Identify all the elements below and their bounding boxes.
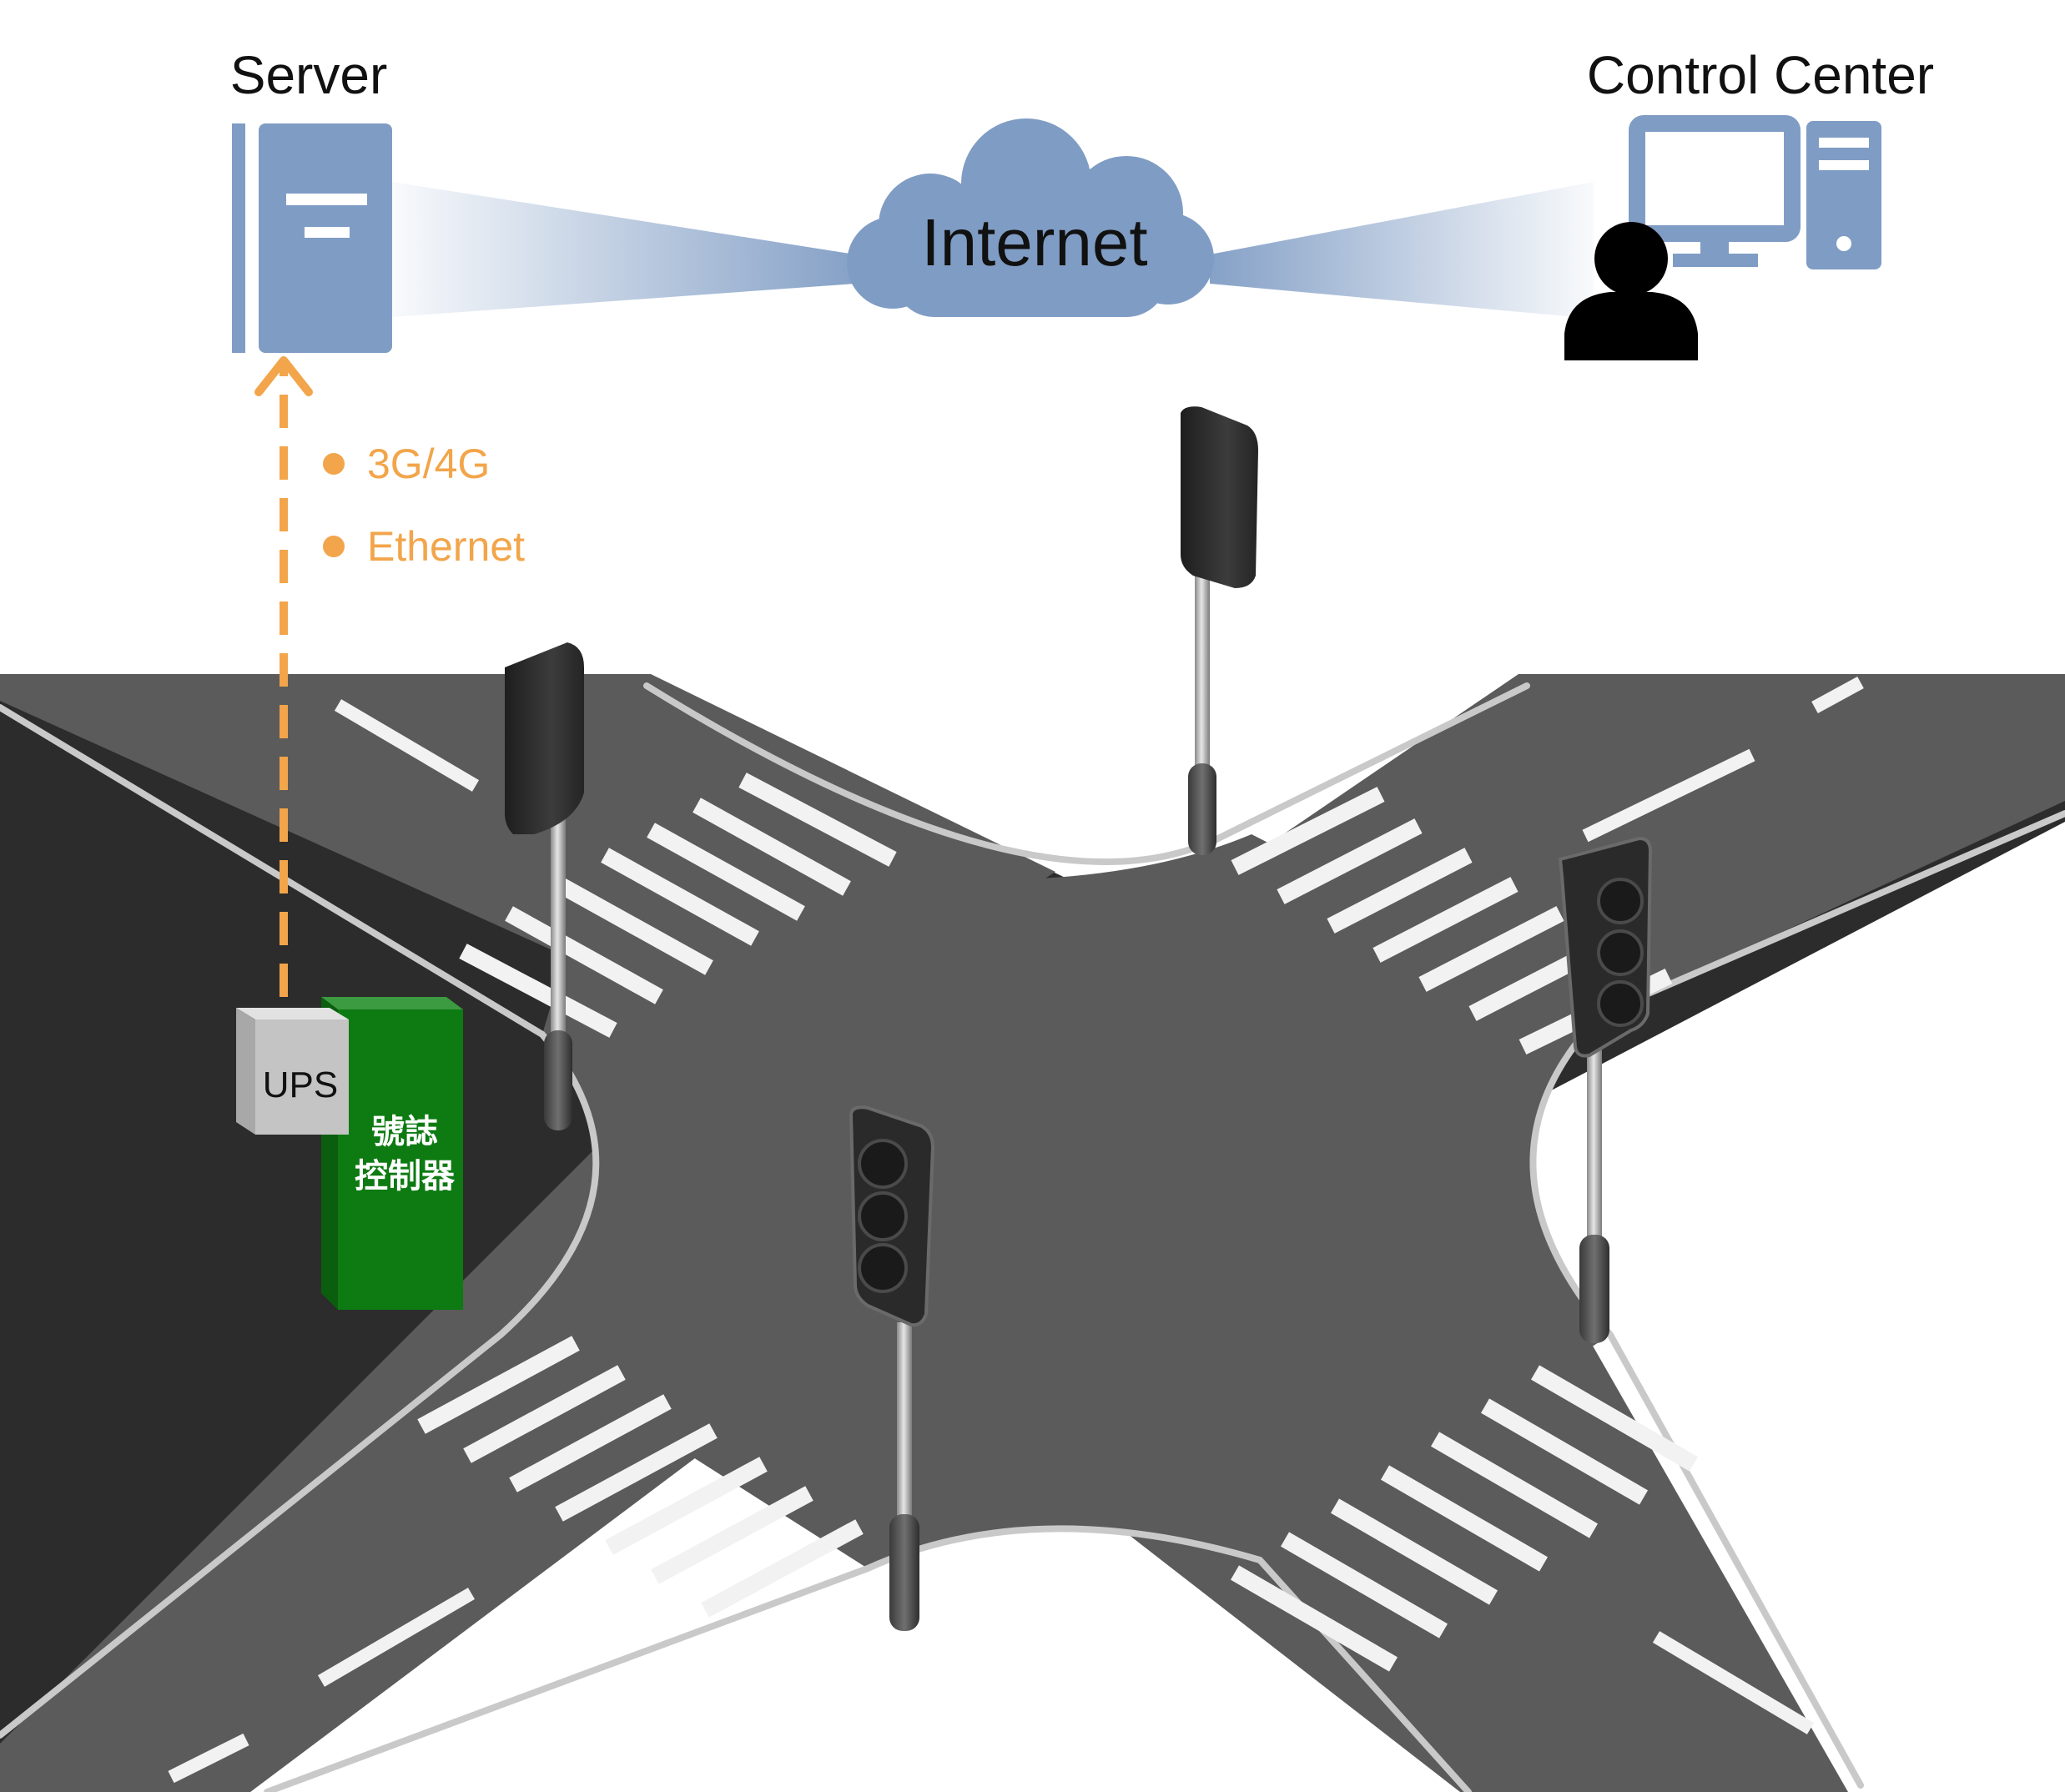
- control-center: Control Center: [1564, 45, 1934, 360]
- user-icon: [1564, 222, 1698, 360]
- uplink-method-ethernet: Ethernet: [367, 523, 525, 570]
- bullet-icon: [323, 453, 345, 475]
- crosswalk-southwest: [417, 1336, 864, 1618]
- server: Server: [230, 45, 392, 353]
- internet-label: Internet: [921, 205, 1147, 279]
- link-beam-server: [392, 182, 855, 317]
- link-beam-control-center: [1210, 182, 1594, 319]
- traffic-signal-south: [849, 1105, 935, 1631]
- traffic-signal-east: [1558, 836, 1653, 1343]
- uplink-arrow: [254, 356, 313, 997]
- cloud-icon: [847, 118, 1214, 317]
- control-center-label: Control Center: [1587, 45, 1934, 105]
- traffic-signal-northwest: [505, 642, 584, 1130]
- uplink-method-3g4g: 3G/4G: [367, 440, 490, 487]
- bullet-icon: [323, 536, 345, 557]
- lane-markings: [168, 676, 1864, 1784]
- controller-label-line1: 號誌: [371, 1114, 438, 1150]
- intersection: [0, 674, 2065, 1792]
- server-icon: [232, 123, 392, 353]
- computer-icon: [1629, 115, 1881, 269]
- uplink-methods: 3G/4G Ethernet: [323, 440, 525, 570]
- crosswalk-northwest: [459, 773, 897, 1038]
- crosswalk-southeast: [1230, 1365, 1699, 1672]
- traffic-signal-north: [1181, 406, 1258, 855]
- internet-cloud: Internet: [847, 118, 1214, 317]
- ups-label: UPS: [263, 1065, 338, 1105]
- ups-box: UPS: [236, 1008, 349, 1135]
- controller-label-line2: 控制器: [355, 1158, 456, 1195]
- server-label: Server: [230, 45, 388, 105]
